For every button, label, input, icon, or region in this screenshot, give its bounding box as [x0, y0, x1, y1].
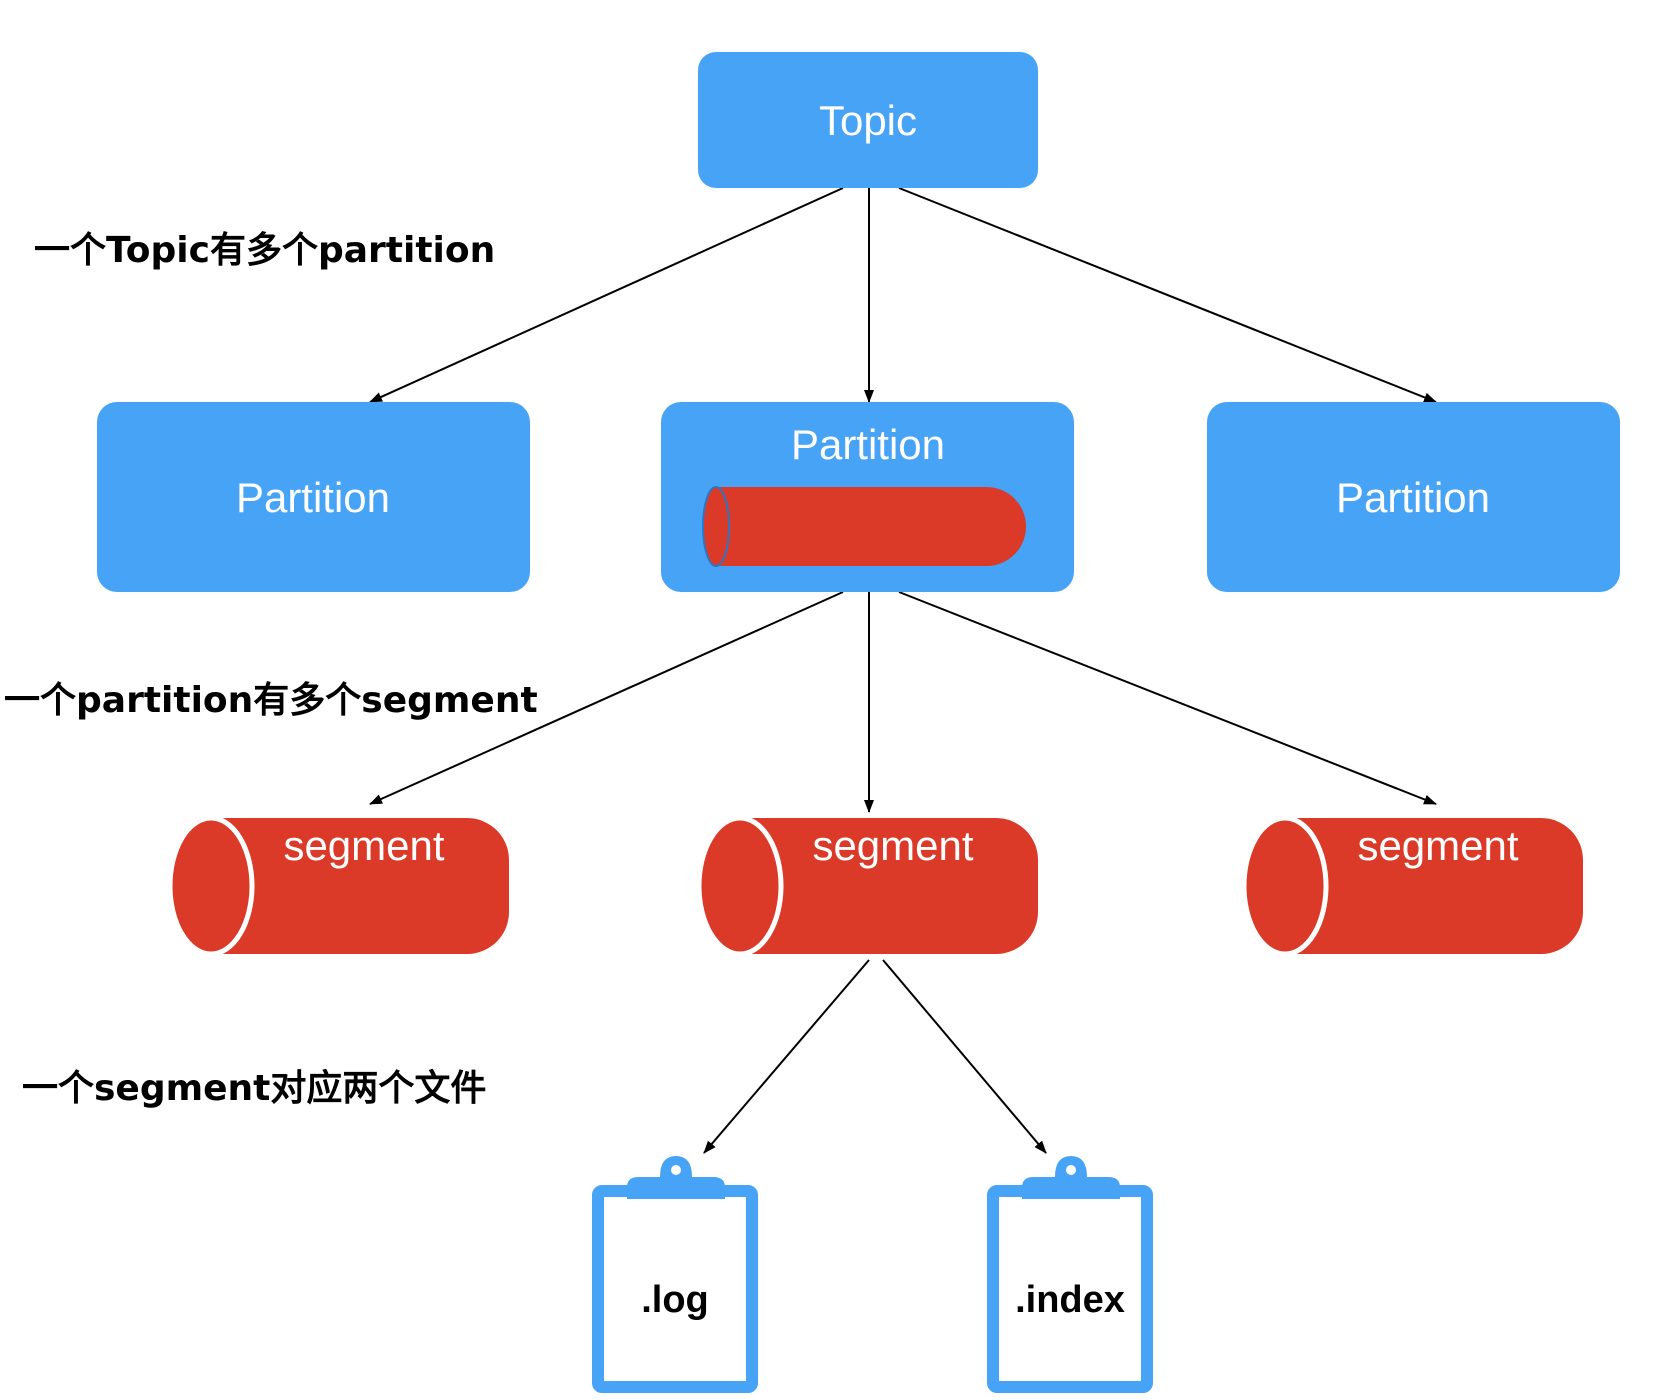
annotation-topic-partitions: 一个Topic有多个partition [34, 230, 495, 271]
partition-right-label: Partition [1336, 474, 1490, 521]
segment-left-label: segment [283, 822, 444, 869]
partition-middle: Partition [661, 402, 1074, 592]
partition-right: Partition [1207, 402, 1620, 592]
segment-middle-label: segment [812, 822, 973, 869]
topic-label: Topic [819, 97, 917, 144]
edge-partition-segment-left [369, 591, 844, 805]
partition-middle-label: Partition [791, 421, 945, 468]
cylinder-icon [702, 486, 1026, 567]
edge-topic-partition-right [898, 187, 1437, 403]
partition-left-label: Partition [236, 474, 390, 521]
edge-topic-partition-left [369, 187, 844, 403]
annotation-segment-files: 一个segment对应两个文件 [22, 1068, 486, 1109]
file-log: .log [592, 1156, 758, 1393]
partition-right-box [1207, 402, 1620, 592]
segment-right-label: segment [1357, 822, 1518, 869]
segment-right: segment [1241, 815, 1583, 957]
file-log-label: .log [641, 1279, 709, 1321]
topic-box [698, 52, 1038, 188]
partition-left: Partition [97, 402, 530, 592]
connectors [369, 187, 1437, 1154]
annotation-partition-segments: 一个partition有多个segment [4, 680, 538, 721]
file-index-label: .index [1015, 1279, 1125, 1321]
partition-left-box [97, 402, 530, 592]
edge-segment-log [703, 959, 870, 1154]
edge-segment-index [882, 959, 1047, 1154]
cylinder-icon [167, 815, 509, 957]
cylinder-icon [1241, 815, 1583, 957]
segment-left: segment [167, 815, 509, 957]
segment-middle: segment [696, 815, 1038, 957]
cylinder-icon [696, 815, 1038, 957]
topic-node: Topic [698, 52, 1038, 188]
clipboard-icon [987, 1156, 1153, 1393]
edge-partition-segment-right [898, 591, 1437, 805]
file-index: .index [987, 1156, 1153, 1393]
clipboard-icon [592, 1156, 758, 1393]
